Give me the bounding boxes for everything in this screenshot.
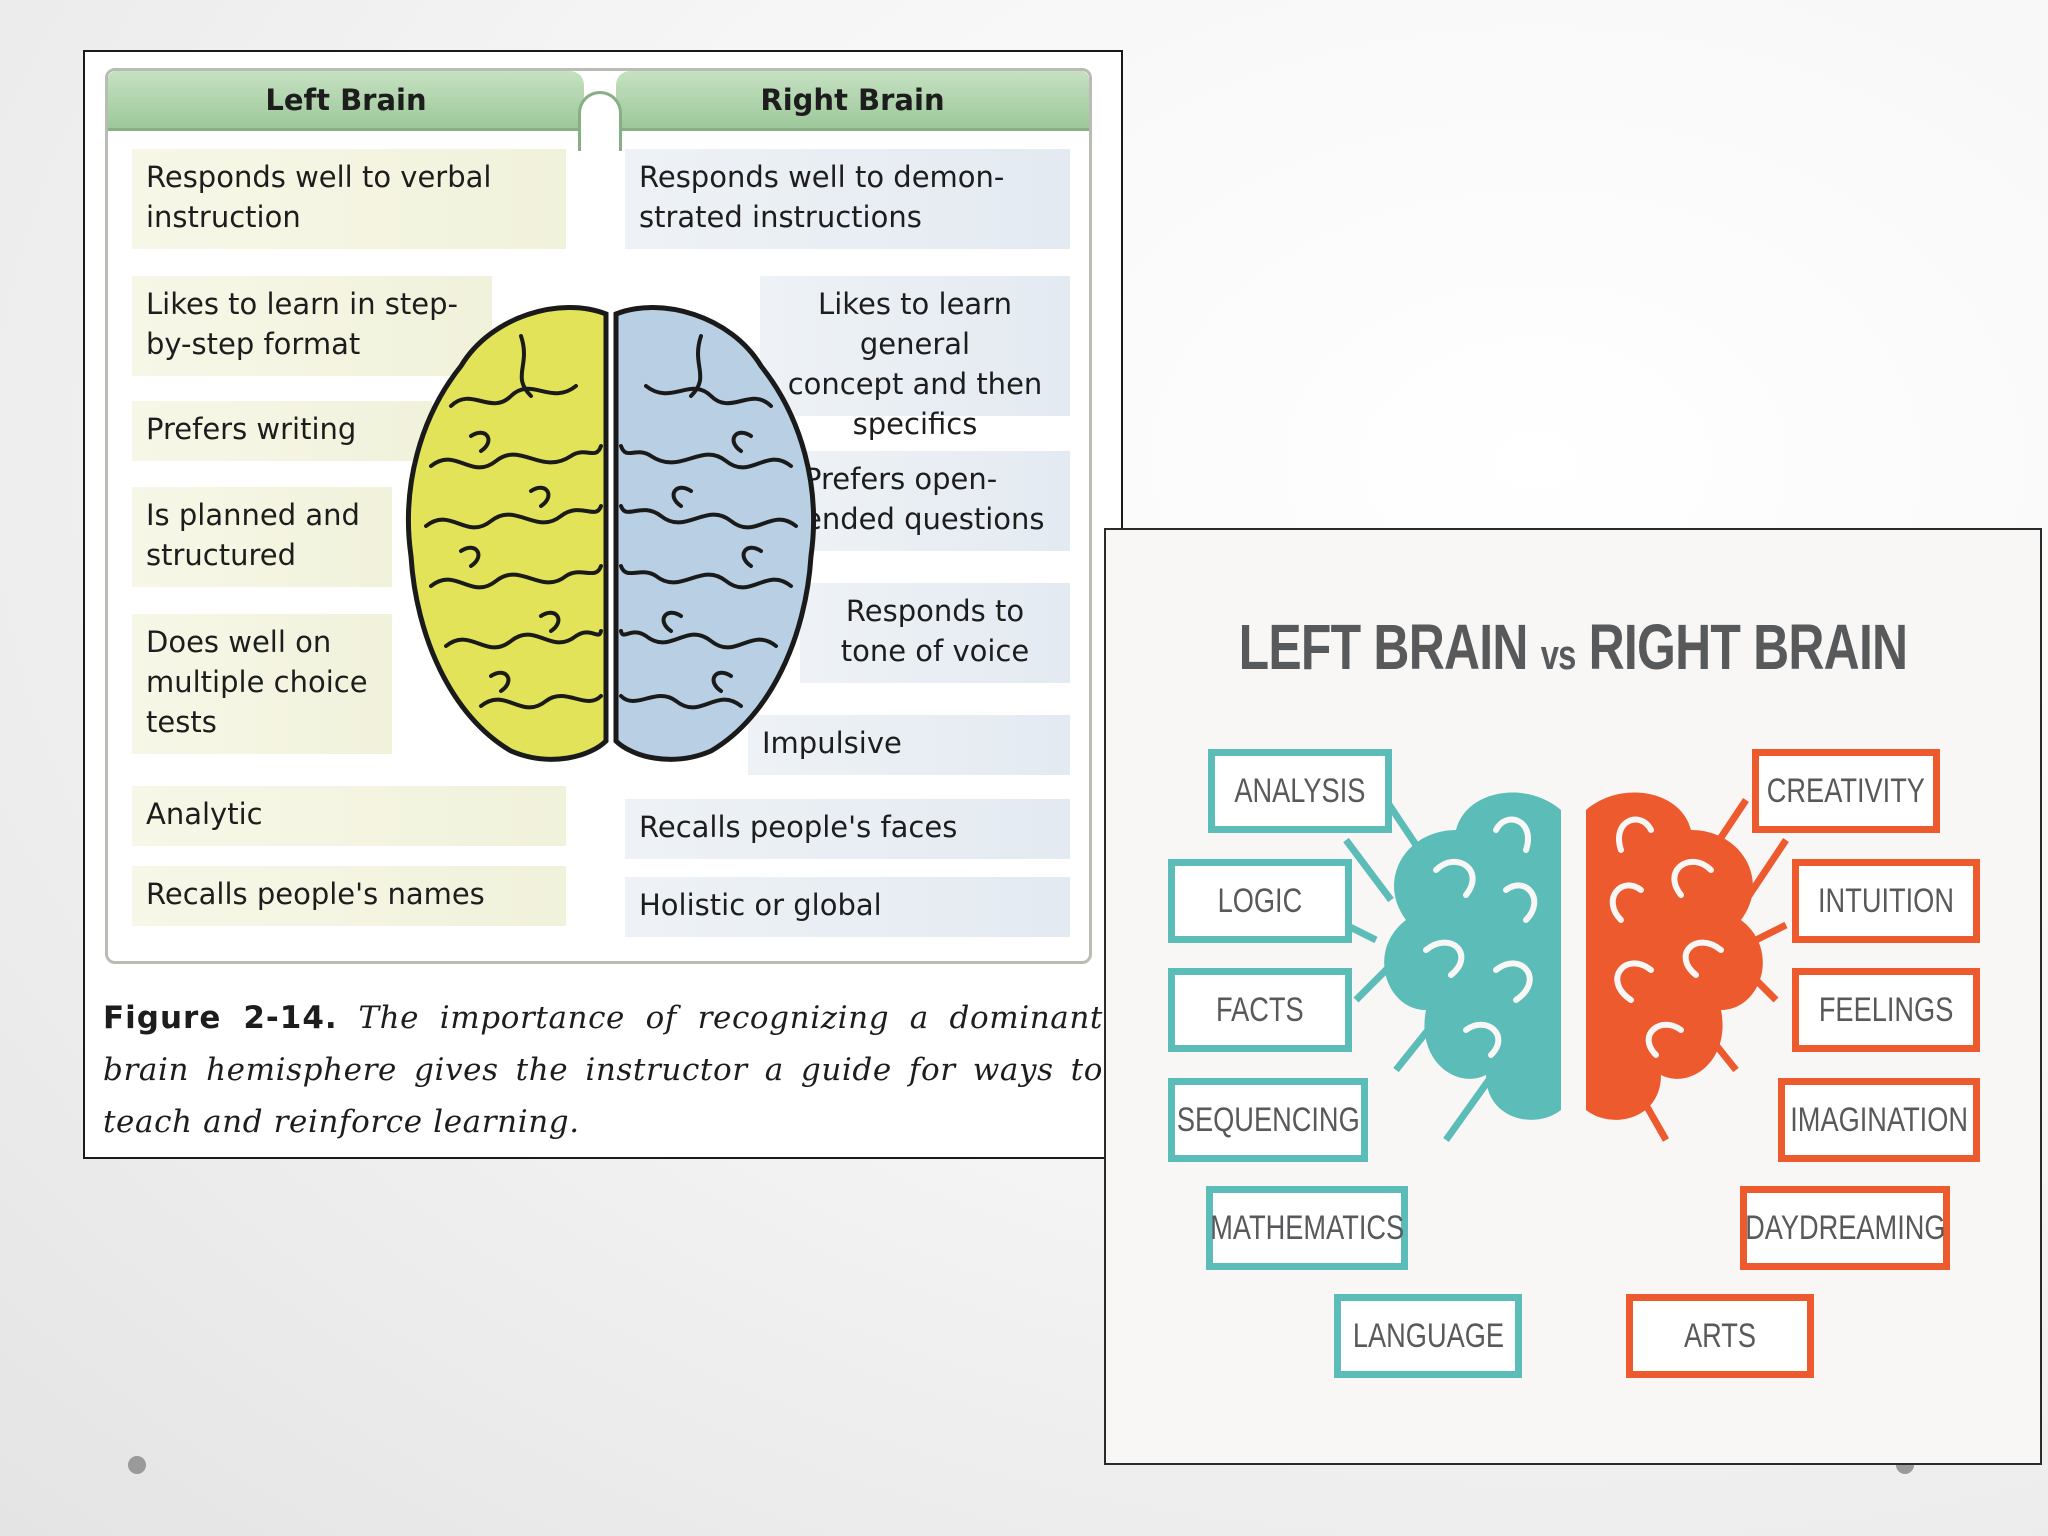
comparison-table: Left Brain Right Brain Responds well to … <box>105 68 1092 964</box>
infographic-brain-graphic <box>1343 792 1789 1143</box>
slide-bullet-left <box>128 1456 146 1474</box>
right-brain-header: Right Brain <box>616 71 1089 131</box>
right-trait-cell: Responds well to demon- strated instruct… <box>625 149 1070 249</box>
tag-mathematics: MATHEMATICS <box>1206 1186 1408 1270</box>
right-trait-cell: Responds to tone of voice <box>800 583 1070 683</box>
left-brain-header: Left Brain <box>108 71 584 131</box>
tag-imagination: IMAGINATION <box>1778 1078 1980 1162</box>
left-trait-cell: Analytic <box>132 786 566 846</box>
tag-facts: FACTS <box>1168 968 1352 1052</box>
brain-dominance-table-figure: Left Brain Right Brain Responds well to … <box>83 50 1123 1159</box>
figure-caption-label: Figure 2-14. <box>103 1000 338 1036</box>
left-trait-cell: Recalls people's names <box>132 866 566 926</box>
right-hemisphere <box>613 305 816 762</box>
tag-sequencing: SEQUENCING <box>1168 1078 1368 1162</box>
right-trait-cell: Recalls people's faces <box>625 799 1070 859</box>
right-trait-cell: Prefers open- ended questions <box>790 451 1070 551</box>
tag-feelings: FEELINGS <box>1792 968 1980 1052</box>
tag-intuition: INTUITION <box>1792 859 1980 943</box>
figure-caption-text: The importance of recognizing a dominant… <box>103 1000 1103 1140</box>
left-gyri <box>424 334 603 710</box>
left-trait-cell: Prefers writing <box>132 401 432 461</box>
left-vs-right-brain-infographic: LEFT BRAIN vs RIGHT BRAIN <box>1104 528 2042 1465</box>
left-trait-cell: Likes to learn in step- by-step format <box>132 276 492 376</box>
left-trait-cell: Does well on multiple choice tests <box>132 614 392 754</box>
title-vs: vs <box>1540 631 1577 678</box>
left-hemisphere <box>406 305 609 762</box>
right-brain-shape <box>1586 792 1763 1120</box>
left-trait-cell: Responds well to verbal instruction <box>132 149 566 249</box>
figure-caption: Figure 2-14. The importance of recognizi… <box>103 992 1103 1148</box>
right-gyri <box>619 334 798 710</box>
left-brain-shape <box>1384 792 1561 1120</box>
left-trait-cell: Is planned and structured <box>132 487 392 587</box>
brain-hemispheres-illustration <box>406 305 816 762</box>
tag-language: LANGUAGE <box>1334 1294 1522 1378</box>
tag-creativity: CREATIVITY <box>1752 749 1940 833</box>
tag-daydreaming: DAYDREAMING <box>1740 1186 1950 1270</box>
right-trait-cell: Impulsive <box>748 715 1070 775</box>
tag-analysis: ANALYSIS <box>1208 749 1392 833</box>
tag-arts: ARTS <box>1626 1294 1814 1378</box>
header-divider-notch <box>578 91 622 151</box>
tag-logic: LOGIC <box>1168 859 1352 943</box>
title-left-brain: LEFT BRAIN <box>1238 611 1529 683</box>
right-trait-cell: Likes to learn general concept and then … <box>760 276 1070 441</box>
title-right-brain: RIGHT BRAIN <box>1588 611 1908 683</box>
infographic-title: LEFT BRAIN vs RIGHT BRAIN <box>1209 610 1938 684</box>
right-trait-cell: Holistic or global <box>625 877 1070 937</box>
